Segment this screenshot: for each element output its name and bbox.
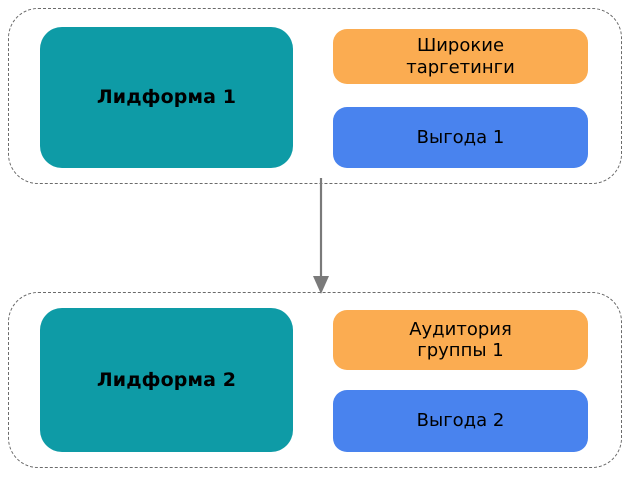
targeting-card-2-line1: Аудитория — [409, 318, 512, 340]
benefit-card-1[interactable]: Выгода 1 — [333, 107, 588, 168]
targeting-card-1-line1: Широкие — [416, 35, 505, 57]
leadform-card-1[interactable]: Лидформа 1 — [40, 27, 293, 168]
targeting-card-2-line2: группы 1 — [417, 340, 504, 361]
down-arrow-icon — [313, 178, 329, 294]
targeting-card-2-text: Аудитория группы 1 — [409, 319, 512, 361]
targeting-card-2[interactable]: Аудитория группы 1 — [333, 310, 588, 370]
leadform-card-2-label: Лидформа 2 — [96, 368, 237, 391]
benefit-card-1-label: Выгода 1 — [416, 126, 505, 148]
targeting-card-1-line2: таргетинги — [406, 56, 515, 78]
benefit-card-2-label: Выгода 2 — [416, 410, 505, 432]
targeting-card-1[interactable]: Широкие таргетинги — [333, 29, 588, 84]
group-container-1[interactable] — [8, 8, 622, 184]
targeting-card-1-text: Широкие таргетинги — [406, 35, 515, 77]
leadform-card-2[interactable]: Лидформа 2 — [40, 308, 293, 452]
leadform-card-1-label: Лидформа 1 — [96, 86, 237, 109]
group-container-2[interactable] — [8, 292, 622, 468]
benefit-card-2[interactable]: Выгода 2 — [333, 390, 588, 452]
